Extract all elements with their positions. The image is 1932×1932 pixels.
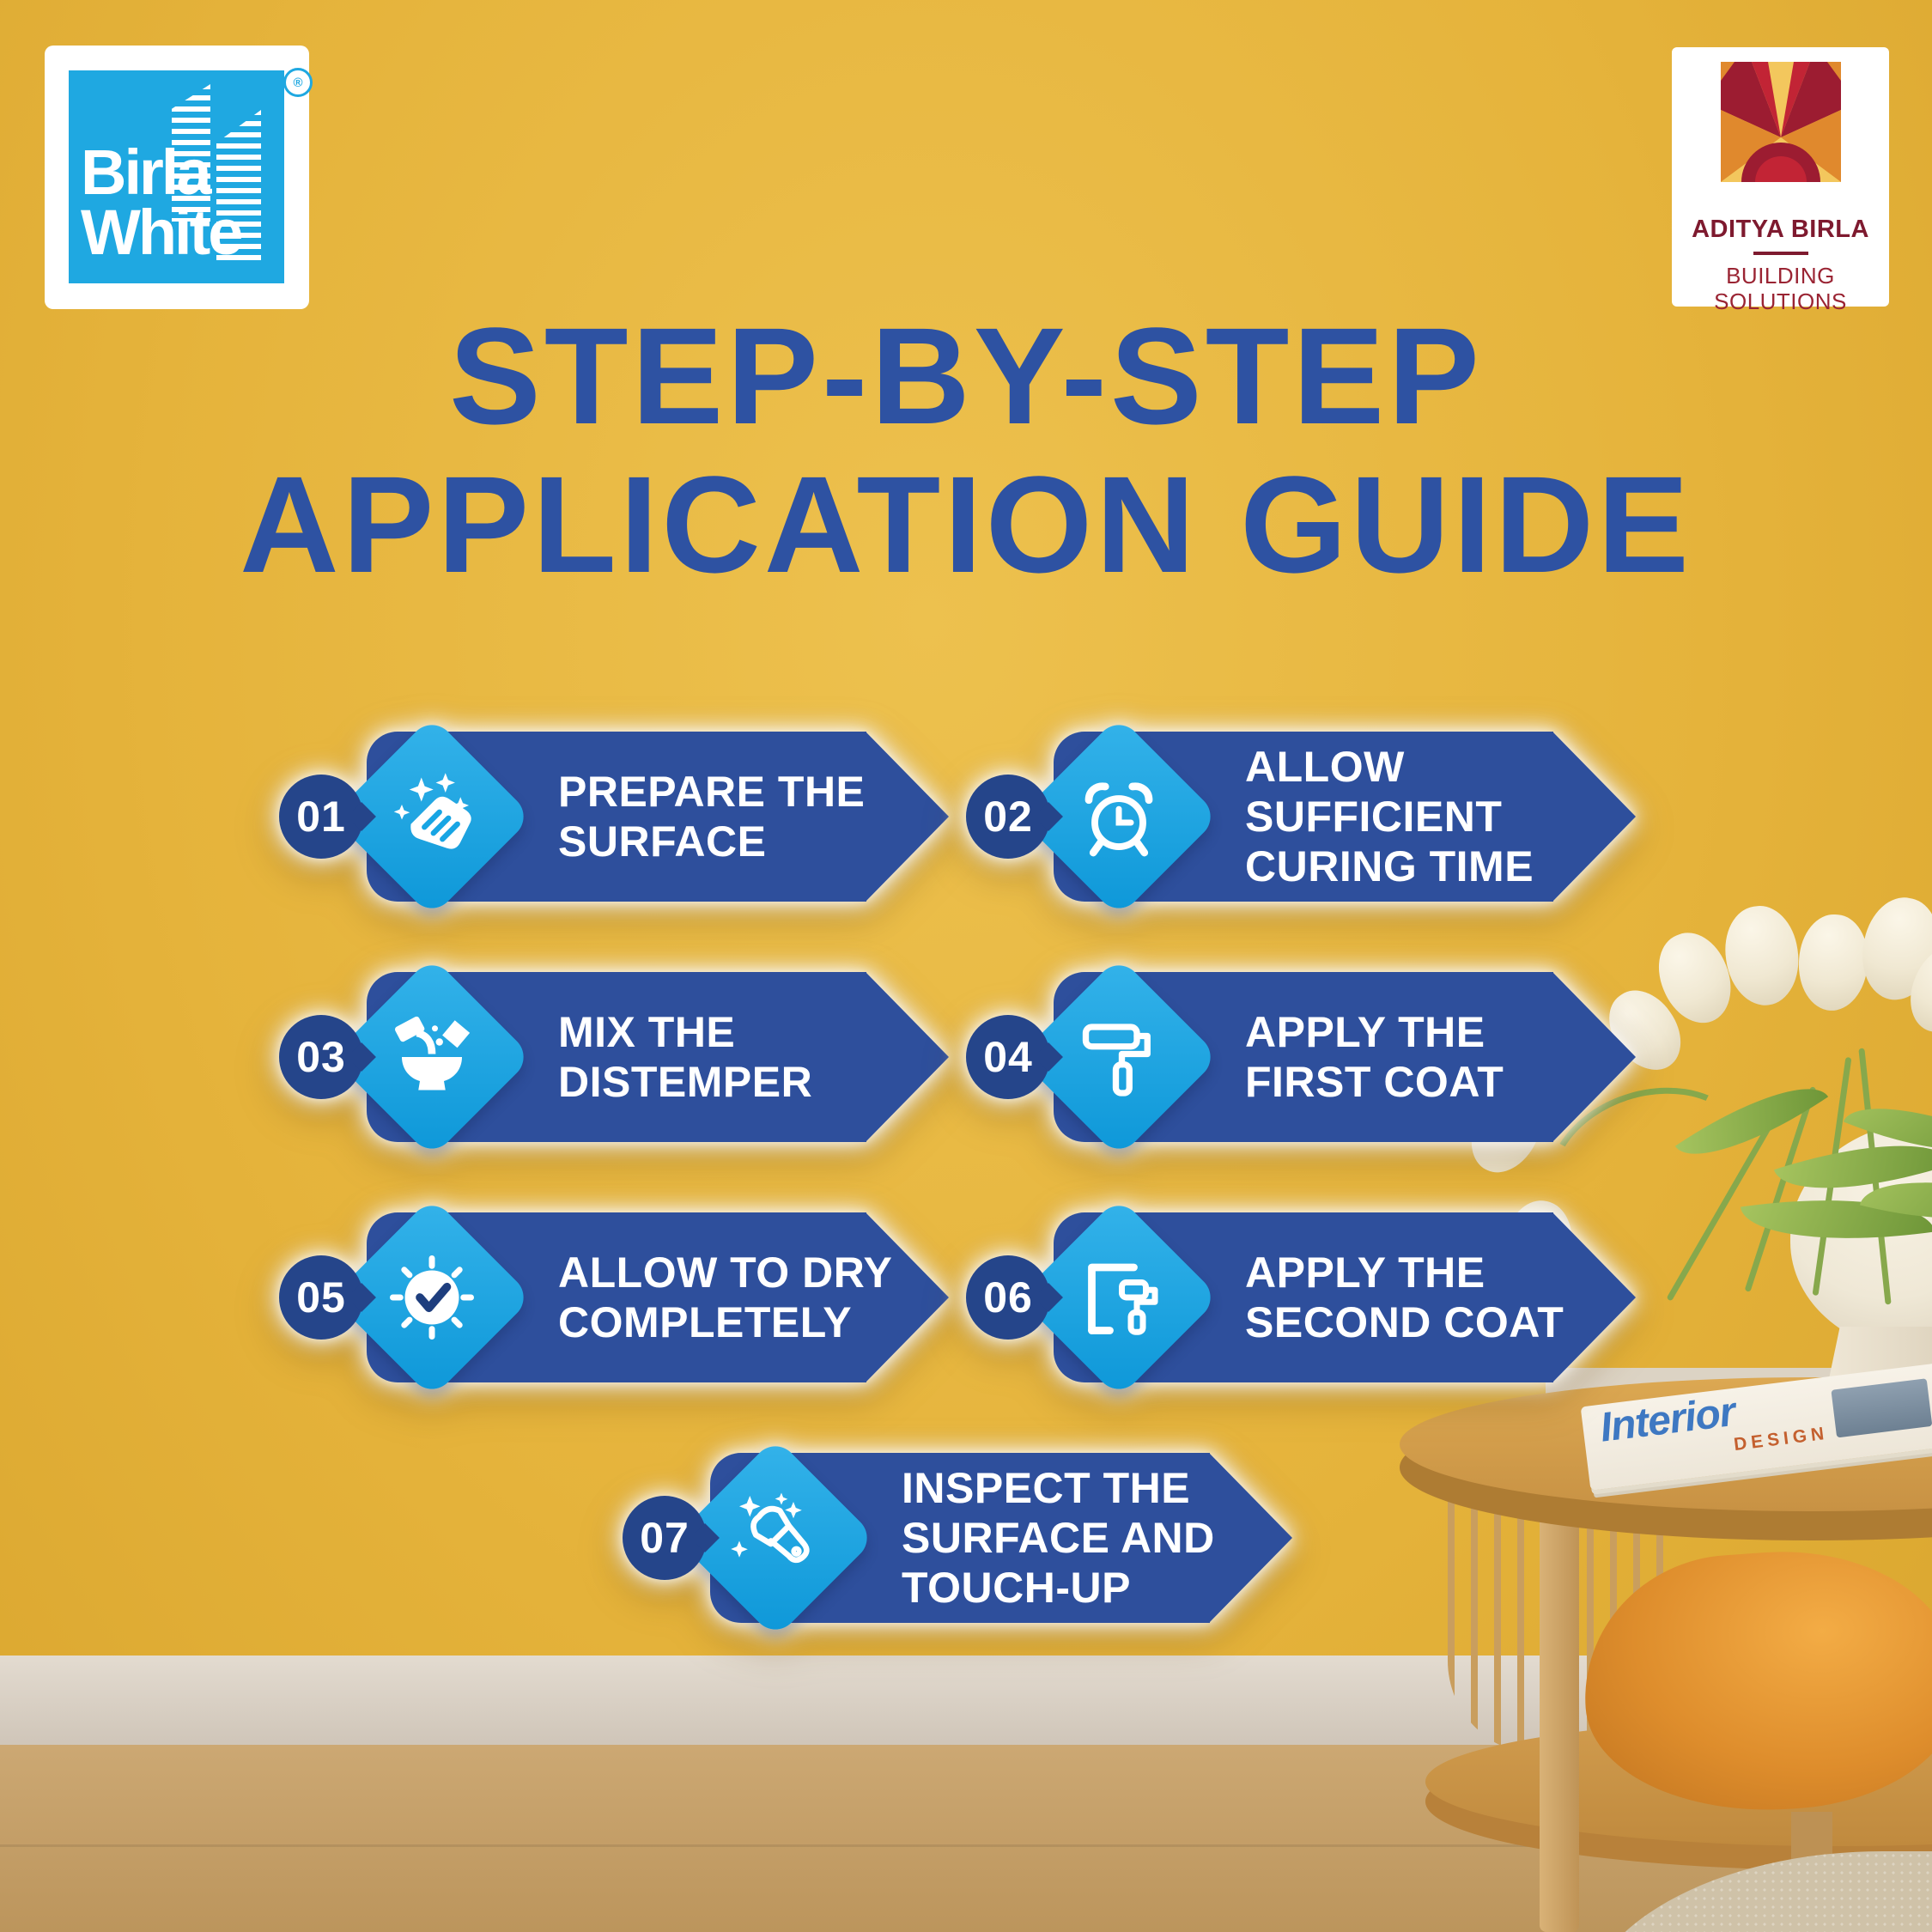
step-label: PREPARE THE SURFACE [558,768,866,866]
cleaning-hand-icon [393,773,471,849]
icon-diamond [1018,956,1220,1158]
step-number-badge: 07 [623,1496,707,1580]
banner-arrow [866,972,949,1142]
banner-arrow [866,1212,949,1382]
banner-arrow [1552,732,1636,902]
step-number-badge: 01 [279,775,363,859]
step-banner-2: ALLOW SUFFICIENT CURING TIME 02 [957,715,1636,918]
step-label: ALLOW SUFFICIENT CURING TIME [1245,743,1534,890]
building-icon [172,84,210,222]
step-label: APPLY THE SECOND COAT [1245,1249,1564,1346]
banner-arrow [1552,972,1636,1142]
icon-diamond [331,715,533,918]
paint-roller-icon [1082,1024,1151,1097]
registered-trademark-icon: ® [283,68,313,97]
magazine-subtitle: DESIGN [1732,1423,1830,1455]
step-number-badge: 04 [966,1015,1050,1099]
mixing-bowl-icon [394,1016,471,1091]
step-label: INSPECT THE SURFACE AND TOUCH-UP [902,1464,1215,1612]
aditya-birla-wordmark: ADITYA BIRLA [1692,216,1869,243]
birla-white-logo: Birla White ® [45,46,313,309]
step-number-badge: 02 [966,775,1050,859]
clock-check-icon [390,1255,474,1340]
page-title-line2: APPLICATION GUIDE [240,447,1692,601]
birla-white-logo-square: Birla White [69,70,284,283]
step-banner-4: APPLY THE FIRST COAT 04 [957,956,1636,1158]
step-number-badge: 05 [279,1255,363,1340]
page-title: STEP-BY-STEP APPLICATION GUIDE [0,299,1932,601]
step-label: MIX THE DISTEMPER [558,1008,813,1106]
paint-brush-icon [731,1492,810,1564]
alarm-clock-icon [1084,782,1153,857]
page-title-line1: STEP-BY-STEP [449,299,1483,453]
icon-diamond [1018,715,1220,918]
magazine-cover-photo [1831,1378,1932,1438]
birla-white-wordmark: Birla White [81,137,243,269]
logo-divider [1753,252,1808,255]
aditya-birla-tagline: BUILDING SOLUTIONS [1714,263,1847,314]
wall-roller-icon [1088,1263,1158,1335]
step-label: ALLOW TO DRY COMPLETELY [558,1249,893,1346]
step-number-badge: 03 [279,1015,363,1099]
banner-arrow [1552,1212,1636,1382]
aditya-birla-sunburst-icon [1721,62,1841,182]
step-banner-3: MIX THE DISTEMPER 03 [270,956,949,1158]
step-banner-7: INSPECT THE SURFACE AND TOUCH-UP [614,1437,1292,1639]
step-label: APPLY THE FIRST COAT [1245,1008,1504,1106]
floor-seam [0,1844,1563,1847]
step-number-badge: 06 [966,1255,1050,1340]
tulip-flower [1719,901,1805,1011]
aditya-birla-logo: ADITYA BIRLA BUILDING SOLUTIONS [1672,47,1889,314]
banner-arrow [866,732,949,902]
tulip-flower [1795,912,1871,1013]
step-banner-5: ALLOW TO DRY COMPLETELY 05 [270,1196,949,1399]
icon-diamond [674,1437,877,1639]
banner-arrow [1209,1453,1292,1623]
step-banner-6: APPLY THE SECOND COAT 06 [957,1196,1636,1399]
icon-diamond [331,1196,533,1399]
icon-diamond [1018,1196,1220,1399]
step-banner-1: PREPARE THE SURFACE [270,715,949,918]
icon-diamond [331,956,533,1158]
